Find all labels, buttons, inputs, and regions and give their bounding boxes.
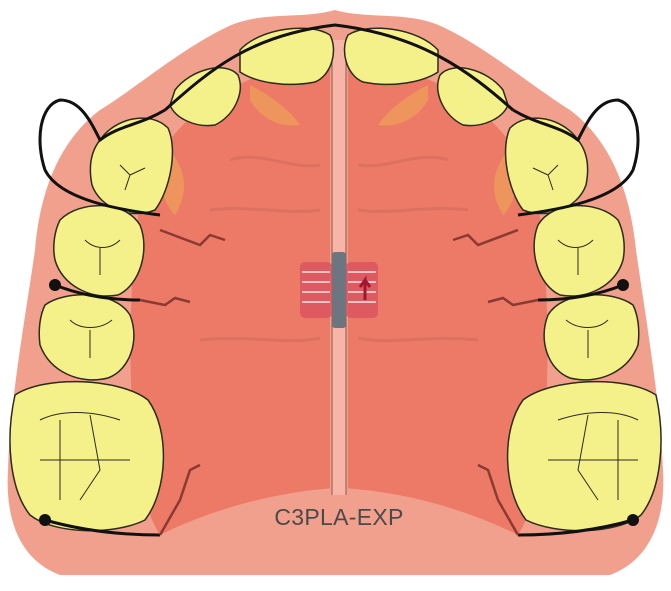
- screw-center: [332, 252, 346, 328]
- tooth-molar-left: [10, 382, 163, 531]
- clasp-ball-right-mid: [617, 279, 629, 291]
- clasp-ball-right-bottom: [627, 514, 639, 526]
- expansion-screw: [300, 252, 378, 328]
- screw-body-left: [300, 262, 332, 318]
- clasp-ball-left-mid: [49, 279, 61, 291]
- tooth-molar-right: [508, 382, 661, 531]
- appliance-label: C3PLA-EXP: [274, 504, 403, 530]
- clasp-ball-left-bottom: [39, 514, 51, 526]
- screw-body-right: [346, 262, 378, 318]
